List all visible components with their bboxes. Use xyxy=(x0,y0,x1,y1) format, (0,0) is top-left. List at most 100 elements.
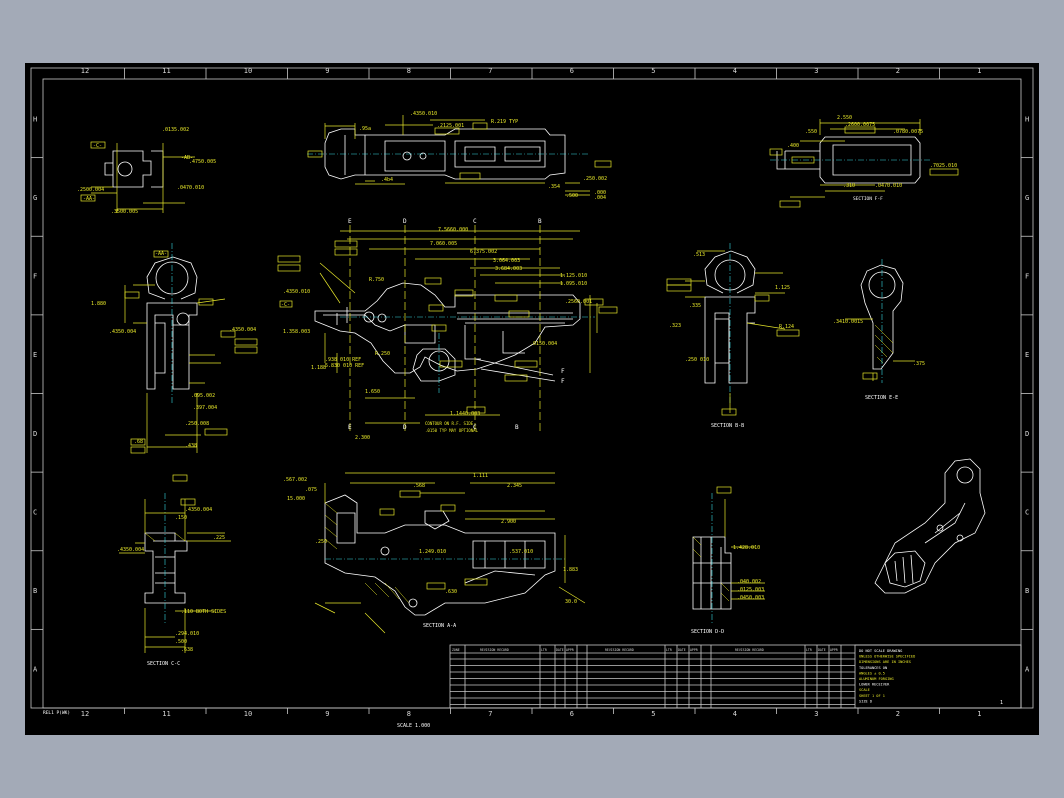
svg-text:.0470.010: .0470.010 xyxy=(875,183,902,189)
zone-row-label: C xyxy=(33,508,37,516)
svg-text:.294.010: .294.010 xyxy=(175,631,199,637)
svg-text:-AA-: -AA- xyxy=(83,196,95,202)
svg-text:.2125.001: .2125.001 xyxy=(437,123,464,129)
title-block-note: LOWER RECEIVER xyxy=(859,683,890,687)
svg-text:.537.010: .537.010 xyxy=(509,549,533,555)
svg-text:1.650: 1.650 xyxy=(365,389,380,395)
section-bb-view: .513 .323 R.124 1.125 .250 010 .335 SECT… xyxy=(666,243,800,429)
svg-text:.354: .354 xyxy=(548,184,560,190)
zone-col-label: 10 xyxy=(244,67,252,75)
section-cc-view: .4350.004 .150 .225 .4350.004 .110 BOTH … xyxy=(117,474,231,667)
svg-text:.4b4: .4b4 xyxy=(381,177,393,183)
zone-row-label: H xyxy=(33,115,37,123)
svg-text:.630: .630 xyxy=(445,589,457,595)
isometric-view xyxy=(874,458,986,594)
zone-col-label: 9 xyxy=(325,67,329,75)
svg-text:.375: .375 xyxy=(913,361,925,367)
svg-text:.250.008: .250.008 xyxy=(185,421,209,427)
section-ee-view: .3410.0015 .375 SECTION E-E xyxy=(833,259,925,401)
svg-text:-C-: -C- xyxy=(93,143,102,149)
svg-text:.938 010 REF: .938 010 REF xyxy=(325,357,361,363)
zone-row-label: F xyxy=(33,273,37,281)
zone-col-label: 5 xyxy=(651,710,655,718)
zone-row-label: B xyxy=(1025,587,1029,595)
title-block-note: UNLESS OTHERWISE SPECIFIED xyxy=(859,655,915,659)
title-block-header-cell: DATE xyxy=(556,648,564,652)
svg-text:3.684.003: 3.684.003 xyxy=(495,266,522,272)
svg-text:.0450.003: .0450.003 xyxy=(737,595,764,601)
svg-text:E: E xyxy=(348,424,352,431)
zone-col-label: 2 xyxy=(896,710,900,718)
zone-col-label: 11 xyxy=(162,67,170,75)
svg-text:.438: .438 xyxy=(185,443,197,449)
svg-text:.0150.004: .0150.004 xyxy=(530,341,557,347)
title-block-note: SCALE xyxy=(859,688,870,692)
svg-text:.95a: .95a xyxy=(359,126,371,132)
title-block-header-cell: DATE xyxy=(818,648,826,652)
svg-text:1.111: 1.111 xyxy=(473,473,488,479)
svg-text:.3500.005: .3500.005 xyxy=(111,209,138,215)
title-block-header-cell: REVISION RECORD xyxy=(480,648,509,652)
zone-col-label: 3 xyxy=(814,710,818,718)
svg-text:D: D xyxy=(403,218,407,225)
zone-col-label: 4 xyxy=(733,67,737,75)
section-aa-view: .567.002 .075 15.000 .250 .568 2.345 1.1… xyxy=(283,472,586,634)
svg-text:R.124: R.124 xyxy=(779,324,794,330)
title-block-header-cell: DATE xyxy=(678,648,686,652)
zone-row-label: C xyxy=(1025,508,1029,516)
svg-text:.323: .323 xyxy=(669,323,681,329)
title-block-note: DIMENSIONS ARE IN INCHES xyxy=(859,660,911,664)
svg-text:F: F xyxy=(561,368,565,375)
svg-text:.0135.002: .0135.002 xyxy=(162,127,189,133)
svg-text:.2600.0075: .2600.0075 xyxy=(845,122,875,128)
svg-text:.250 010: .250 010 xyxy=(685,357,709,363)
zone-col-label: 4 xyxy=(733,710,737,718)
title-block-header-cell: REVISION RECORD xyxy=(605,648,634,652)
svg-text:1.188: 1.188 xyxy=(311,365,326,371)
svg-text:.3410.0015: .3410.0015 xyxy=(833,319,863,325)
title-block-note: TOLERANCES ON xyxy=(859,666,887,670)
svg-text:.0150 TYP MAY OPTIONAL: .0150 TYP MAY OPTIONAL xyxy=(425,428,479,433)
top-right-view: 2.550 .2600.0075 .0780.0075 .550 .400 .7… xyxy=(769,115,959,208)
zone-col-label: 1 xyxy=(977,67,981,75)
zone-row-label: A xyxy=(33,666,38,674)
zone-col-label: 11 xyxy=(162,710,170,718)
svg-text:D: D xyxy=(403,424,407,431)
svg-text:E: E xyxy=(348,218,352,225)
top-left-view: .0135.002 .4750.005 .2500.004 .3500.005 … xyxy=(77,127,216,215)
zone-col-label: 6 xyxy=(570,67,574,75)
svg-text:.000: .000 xyxy=(594,190,606,196)
svg-text:CONTOUR ON R.F. SIDE: CONTOUR ON R.F. SIDE xyxy=(425,421,474,426)
svg-text:.4350.004: .4350.004 xyxy=(117,547,144,553)
svg-text:.225: .225 xyxy=(213,535,225,541)
svg-text:-AA-: -AA- xyxy=(155,251,167,257)
svg-text:.2500.004: .2500.004 xyxy=(77,187,104,193)
zone-col-label: 9 xyxy=(325,710,329,718)
zone-col-label: 6 xyxy=(570,710,574,718)
svg-text:30.0: 30.0 xyxy=(565,599,577,605)
svg-text:REL1 P(WK): REL1 P(WK) xyxy=(43,710,70,716)
svg-text:7.060.005: 7.060.005 xyxy=(430,241,457,247)
top-view: .4350.010 .2125.001 R.219 TYP .95a .4b4 … xyxy=(307,111,612,201)
svg-text:.500: .500 xyxy=(175,639,187,645)
svg-text:6.375.002: 6.375.002 xyxy=(470,249,497,255)
svg-text:.4350.010: .4350.010 xyxy=(283,289,310,295)
svg-text:C: C xyxy=(473,218,477,225)
left-view: 1.880 .4350.004 .095.002 .397.004 .250.0… xyxy=(91,243,258,454)
svg-text:R.250: R.250 xyxy=(375,351,390,357)
svg-text:7.5660.000: 7.5660.000 xyxy=(438,227,468,233)
title-block-note: SHEET 1 OF 1 xyxy=(859,694,885,698)
title-block-header-cell: LTR xyxy=(666,648,672,652)
svg-text:R.219 TYP: R.219 TYP xyxy=(491,119,518,125)
svg-text:.4750.005: .4750.005 xyxy=(189,159,216,165)
svg-text:.638: .638 xyxy=(181,647,193,653)
zone-row-label: D xyxy=(1025,430,1029,438)
zone-col-label: 10 xyxy=(244,710,252,718)
zone-row-label: G xyxy=(33,194,37,202)
svg-text:-C-: -C- xyxy=(281,302,290,308)
zone-row-label: E xyxy=(1025,351,1029,359)
svg-text:5.830 010 REF: 5.830 010 REF xyxy=(325,363,364,369)
svg-text:-AB-: -AB- xyxy=(181,155,193,161)
svg-text:.4350.010: .4350.010 xyxy=(410,111,437,117)
